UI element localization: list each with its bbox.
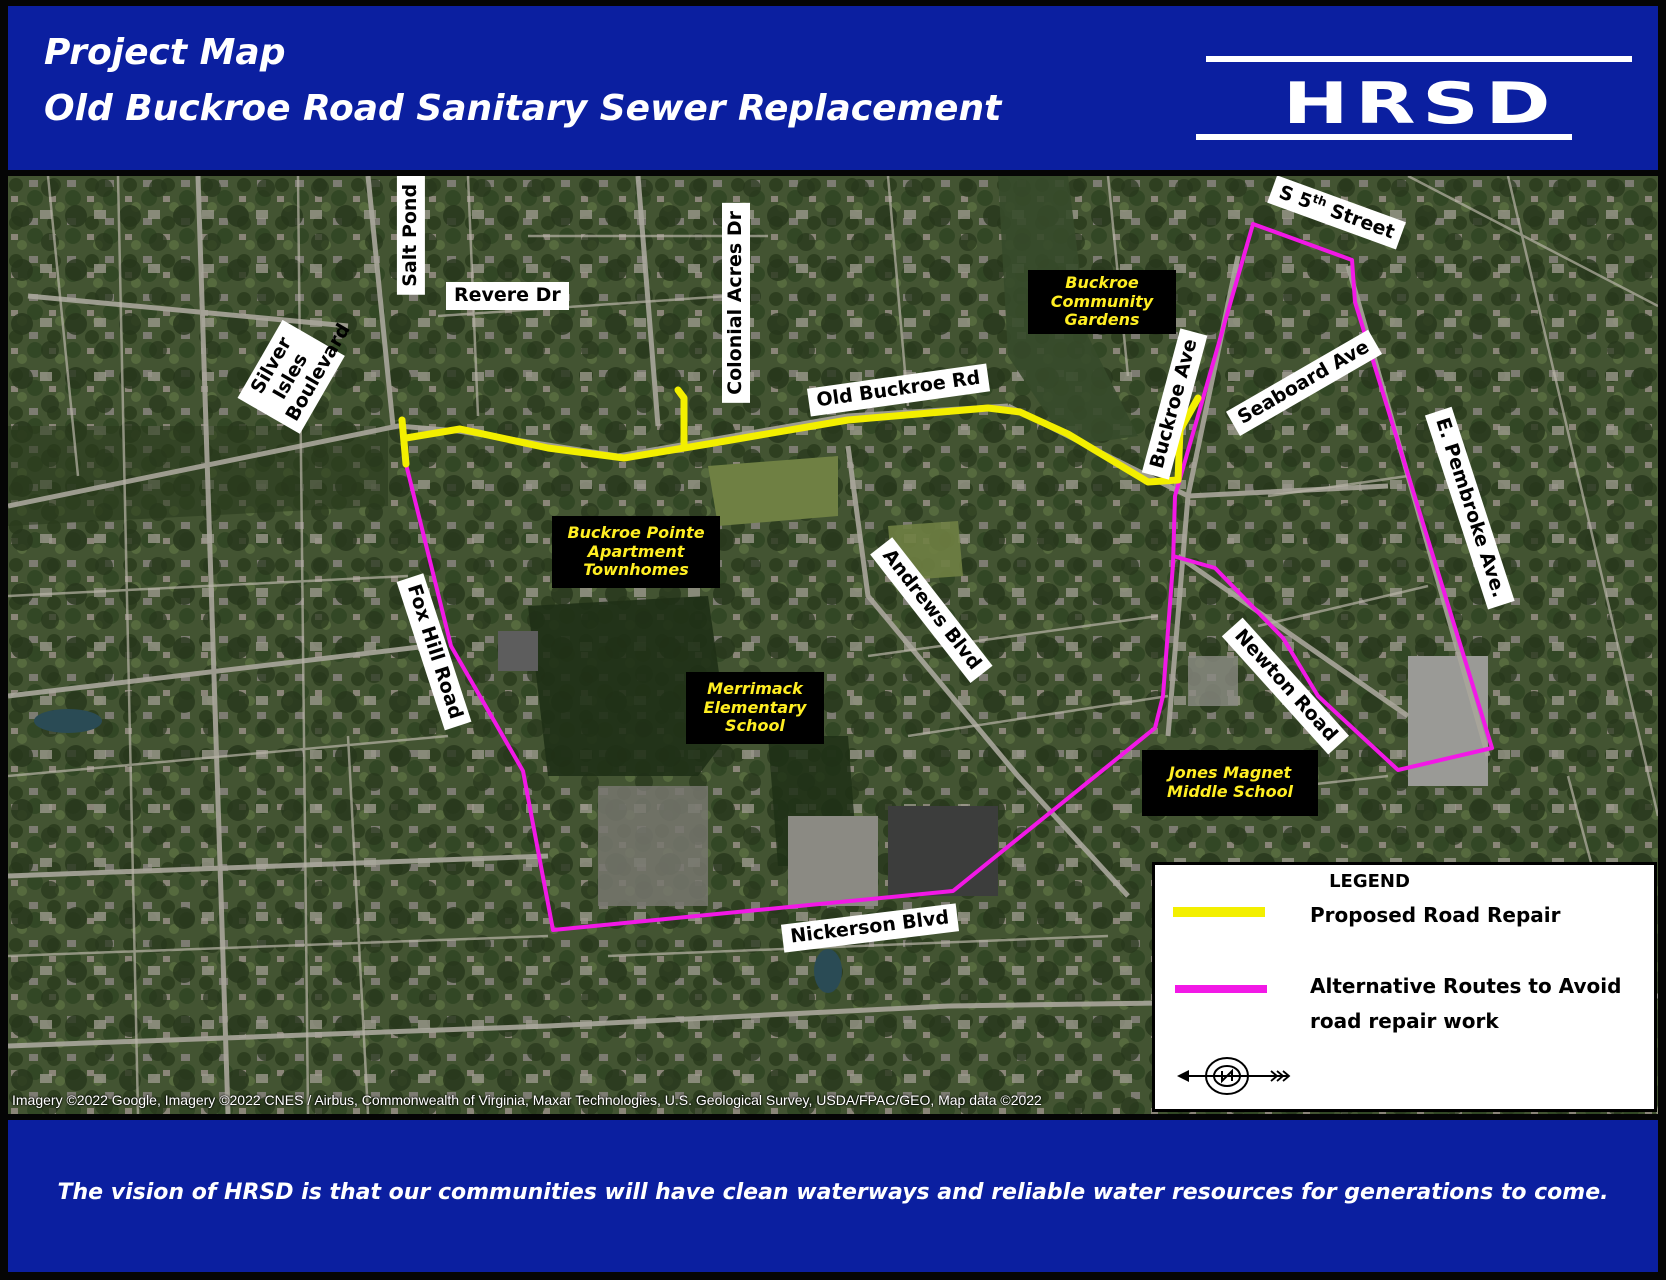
page-subtitle: Old Buckroe Road Sanitary Sewer Replacem… xyxy=(44,88,1002,129)
map-legend: LEGEND Proposed Road Repair Alternative … xyxy=(1152,862,1657,1112)
proposed-road-repair-lines xyxy=(398,386,1202,486)
place-label-buckroe-community-gardens: Buckroe Community Gardens xyxy=(1028,270,1176,334)
legend-title: LEGEND xyxy=(1329,871,1410,892)
imagery-attribution: Imagery ©2022 Google, Imagery ©2022 CNES… xyxy=(12,1092,1042,1108)
legend-label-alternative: Alternative Routes to Avoid road repair … xyxy=(1310,974,1622,1033)
footer-banner: The vision of HRSD is that our communiti… xyxy=(8,1120,1658,1272)
legend-label-proposed: Proposed Road Repair xyxy=(1310,903,1561,927)
legend-swatch-proposed xyxy=(1173,907,1265,917)
legend-swatch-alternative xyxy=(1175,985,1267,993)
vision-statement: The vision of HRSD is that our communiti… xyxy=(57,1180,1609,1205)
place-label-merrimack-elementary-school: Merrimack Elementary School xyxy=(686,672,824,744)
place-label-jones-magnet-middle-school: Jones Magnet Middle School xyxy=(1142,750,1318,816)
svg-text:HRSD: HRSD xyxy=(1283,70,1557,137)
place-label-buckroe-pointe-apartment-townhomes: Buckroe Pointe Apartment Townhomes xyxy=(552,516,720,588)
alternative-route-lines xyxy=(404,222,1494,932)
page-title: Project Map xyxy=(44,32,286,73)
header-banner: Project Map Old Buckroe Road Sanitary Se… xyxy=(8,6,1658,170)
road-label-revere-dr: Revere Dr xyxy=(446,282,569,310)
north-arrow-icon xyxy=(1177,1057,1291,1095)
hrsd-logo: HRSD xyxy=(1196,56,1632,140)
road-label-salt-pond-rd: Salt Pond Rd xyxy=(396,176,425,295)
road-label-colonial-acres-dr: Colonial Acres Dr xyxy=(722,203,750,403)
